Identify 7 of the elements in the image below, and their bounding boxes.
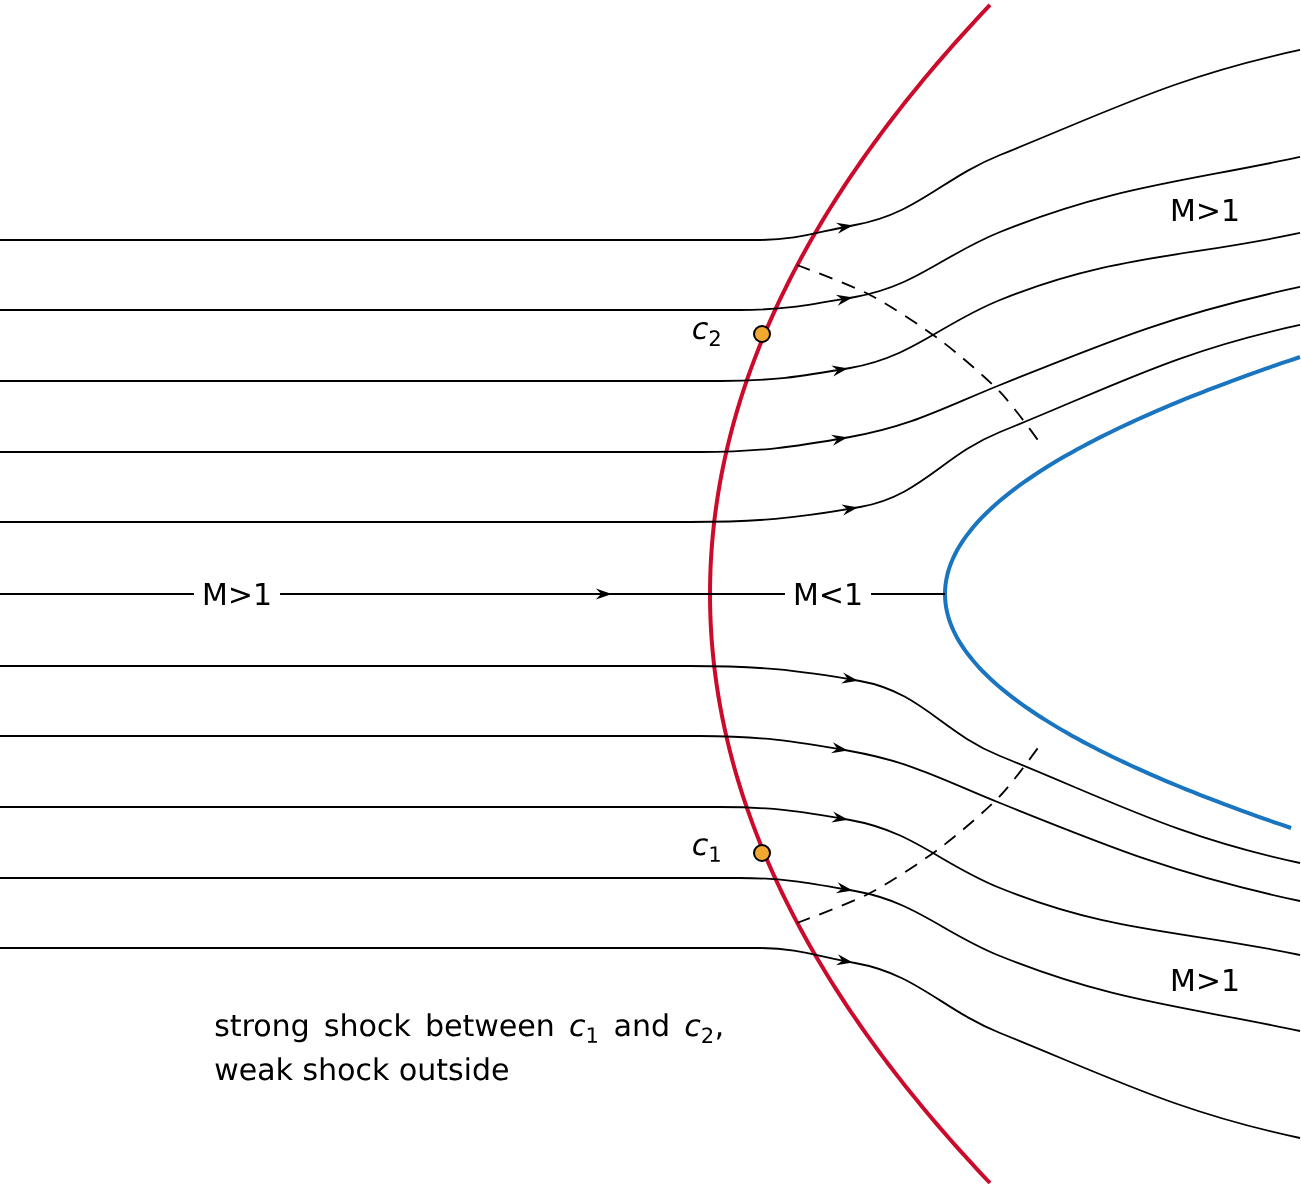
- region-label: M<1: [784, 581, 872, 607]
- note: strong shock between c$_{1}$ and c$_{2}$, weak shock outside: [215, 1013, 722, 1081]
- region-label: M>1: [193, 581, 281, 607]
- point-label: c$_{2}$: [693, 322, 720, 346]
- region-label: M>1: [1172, 969, 1238, 991]
- region-label: M>1: [1172, 199, 1238, 221]
- point-label: c$_{1}$: [693, 838, 720, 862]
